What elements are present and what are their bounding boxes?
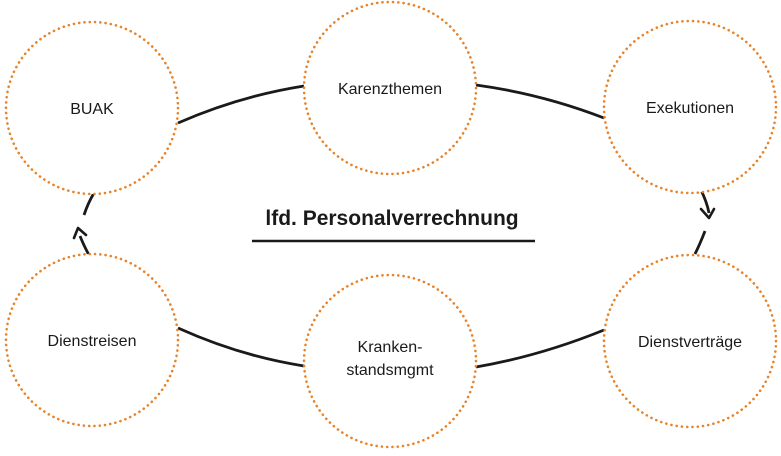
- node-dienstreisen: Dienstreisen: [4, 252, 180, 428]
- node-karenzthemen: Karenzthemen: [302, 0, 478, 176]
- node-label-line-1: Kranken-: [358, 339, 423, 356]
- node-label-line-2: standsmgmt: [346, 362, 434, 379]
- node-label: Karenzthemen: [338, 81, 442, 98]
- node-circle: [4, 252, 180, 428]
- connector-exekutionen-dienstvertraege-lower: [693, 230, 707, 255]
- node-dienstvertraege: Dienstverträge: [602, 253, 778, 429]
- node-circle: [602, 253, 778, 429]
- node-krankenstandsmgmt: Kranken- standsmgmt: [302, 273, 478, 449]
- node-label: Dienstverträge: [638, 334, 742, 351]
- node-buak: BUAK: [4, 20, 180, 196]
- arrowhead-down-icon: [699, 207, 716, 220]
- node-exekutionen: Exekutionen: [602, 19, 778, 195]
- connector-dienstvertraege-krankenstandsmgmt: [475, 328, 605, 369]
- node-label: Dienstreisen: [48, 333, 137, 350]
- node-circle: [602, 19, 778, 195]
- node-circle: [302, 0, 478, 176]
- node-label: Exekutionen: [646, 100, 734, 117]
- connector-buak-karenzthemen: [177, 84, 305, 125]
- node-circle: [4, 20, 180, 196]
- diagram-title: lfd. Personalverrechnung: [265, 207, 518, 230]
- connector-karenzthemen-exekutionen: [475, 83, 605, 120]
- node-circle: [302, 273, 478, 449]
- connector-dienstreisen-buak-upper: [82, 192, 96, 216]
- node-label: BUAK: [70, 101, 114, 118]
- arrowhead-up-icon: [72, 226, 88, 240]
- connector-krankenstandsmgmt-dienstreisen: [177, 326, 305, 368]
